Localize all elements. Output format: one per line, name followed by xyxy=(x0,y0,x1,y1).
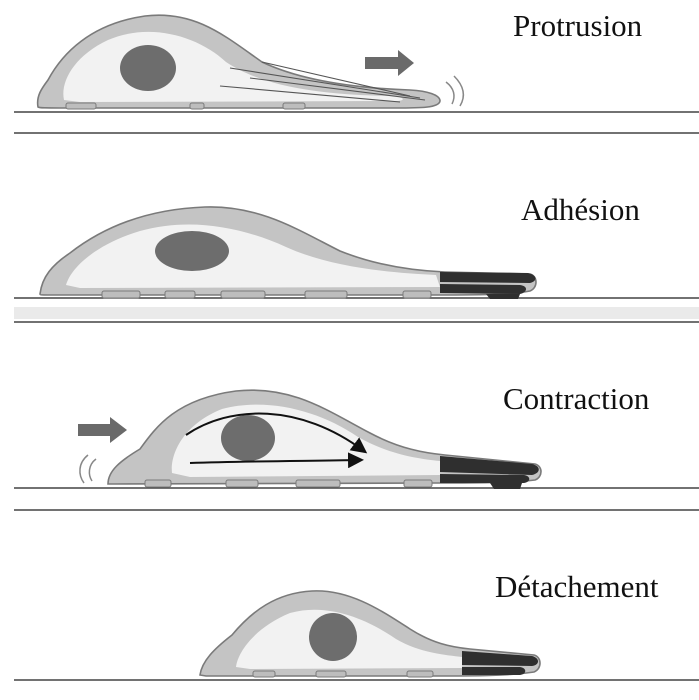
stage-label-contraction: Contraction xyxy=(503,381,649,417)
stage-label-adhesion: Adhésion xyxy=(521,192,640,228)
arrow-right-icon xyxy=(365,50,414,76)
substrate xyxy=(14,307,699,319)
cytoplasm xyxy=(172,405,440,477)
panel-detachment: Détachement xyxy=(0,555,699,700)
panel-contraction: Contraction xyxy=(0,365,699,515)
stage-label-protrusion: Protrusion xyxy=(513,8,642,44)
motion-lines-icon xyxy=(446,76,463,106)
stage-label-detachment: Détachement xyxy=(495,569,659,605)
nucleus xyxy=(120,45,176,91)
motion-lines-icon xyxy=(80,455,96,483)
nucleus xyxy=(155,231,229,271)
panel-protrusion: Protrusion xyxy=(0,0,699,140)
panel-adhesion: Adhésion xyxy=(0,175,699,330)
nucleus xyxy=(309,613,357,661)
arrow-right-icon xyxy=(78,417,127,443)
nucleus xyxy=(221,415,275,461)
